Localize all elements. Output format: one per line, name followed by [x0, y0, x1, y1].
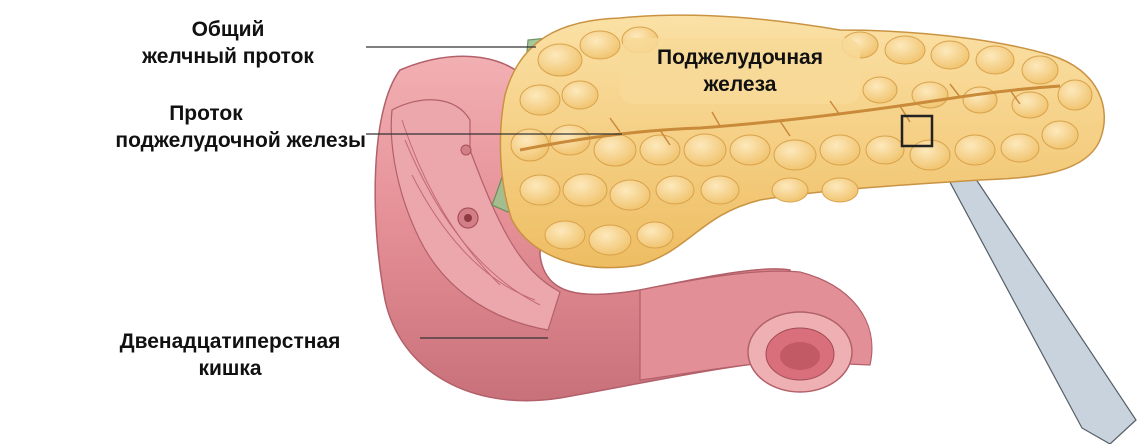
pancreas-label-line2: железа: [610, 71, 870, 98]
pancreas-label: Поджелудочная железа: [610, 44, 870, 98]
duodenum-label: Двенадцатиперстная кишка: [70, 328, 390, 382]
pancreatic-duct-label: Проток поджелудочной железы: [6, 100, 366, 154]
common-bile-duct-label-line1: Общий: [108, 16, 348, 43]
magnification-callout: [930, 143, 1136, 444]
duodenum-label-line1: Двенадцатиперстная: [70, 328, 390, 355]
common-bile-duct-label: Общий желчный проток: [108, 16, 348, 70]
common-bile-duct-label-line2: желчный проток: [108, 43, 348, 70]
pancreatic-duct-label-line1: Проток: [6, 100, 366, 127]
pancreas-label-line1: Поджелудочная: [610, 44, 870, 71]
duodenum-label-line2: кишка: [70, 355, 390, 382]
pancreatic-duct-label-line2: поджелудочной железы: [6, 127, 366, 154]
